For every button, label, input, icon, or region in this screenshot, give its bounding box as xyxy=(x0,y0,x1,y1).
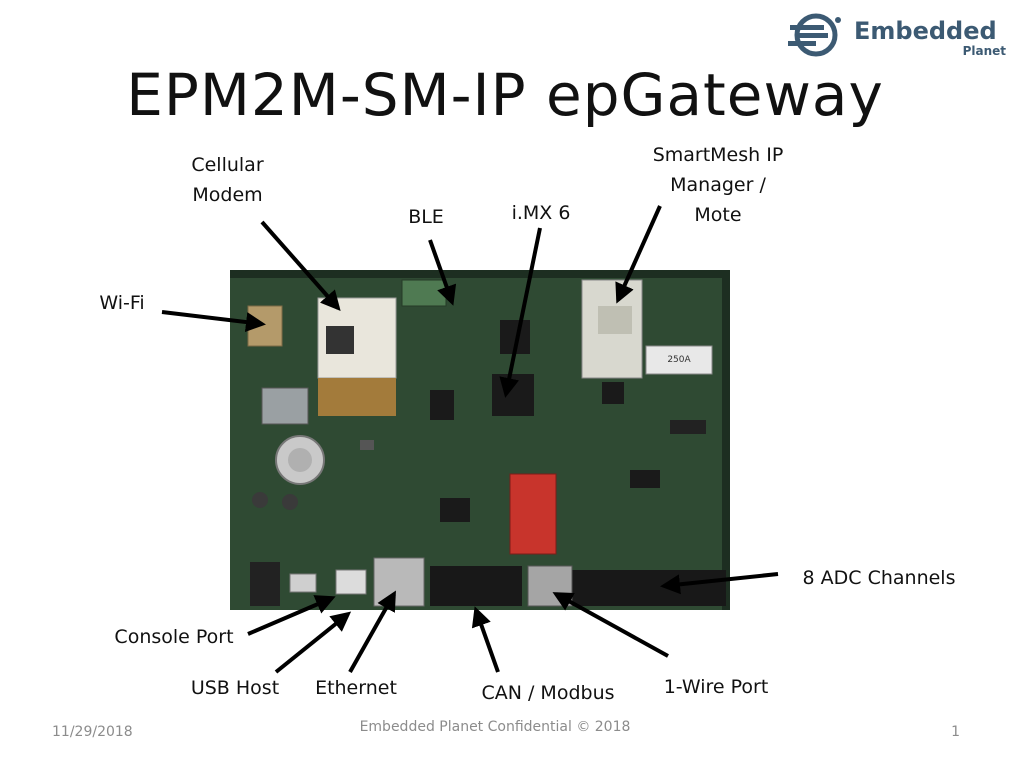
logo-name: Embedded xyxy=(854,17,997,45)
callout-usb-host: USB Host xyxy=(190,677,280,699)
callout-can-modbus: CAN / Modbus xyxy=(481,682,615,704)
callout-smartmesh-line3: Mote xyxy=(694,204,742,226)
logo-subname: Planet xyxy=(962,44,1006,58)
callout-smartmesh-line1: SmartMesh IP xyxy=(652,144,784,166)
callout-cellular-line1: Cellular xyxy=(191,154,264,176)
arrow-usb xyxy=(274,611,352,674)
callout-cellular-modem: Cellular Modem xyxy=(175,150,280,210)
callout-cellular-line2: Modem xyxy=(192,184,263,206)
arrow-can xyxy=(471,606,500,673)
callout-smartmesh-line2: Manager / xyxy=(670,174,766,196)
callout-wifi: Wi-Fi xyxy=(99,292,145,314)
callout-adc-channels: 8 ADC Channels xyxy=(802,567,956,589)
callout-one-wire-port: 1-Wire Port xyxy=(663,676,769,698)
footer-page-number: 1 xyxy=(951,724,960,740)
callout-smartmesh: SmartMesh IP Manager / Mote xyxy=(628,140,808,230)
embedded-planet-icon xyxy=(788,13,841,57)
callout-console-port: Console Port xyxy=(114,626,234,648)
footer-date: 11/29/2018 xyxy=(52,724,133,740)
gateway-board-image: 250A xyxy=(230,270,730,610)
logo: Embedded Planet xyxy=(786,8,1006,60)
callout-imx6: i.MX 6 xyxy=(511,202,571,224)
callout-ble: BLE xyxy=(408,206,444,228)
slide-title: EPM2M-SM-IP epGateway xyxy=(126,61,884,129)
footer-confidential: Embedded Planet Confidential © 2018 xyxy=(359,719,631,735)
smartmesh-chip-label: 250A xyxy=(667,355,691,365)
callout-ethernet: Ethernet xyxy=(315,677,397,699)
